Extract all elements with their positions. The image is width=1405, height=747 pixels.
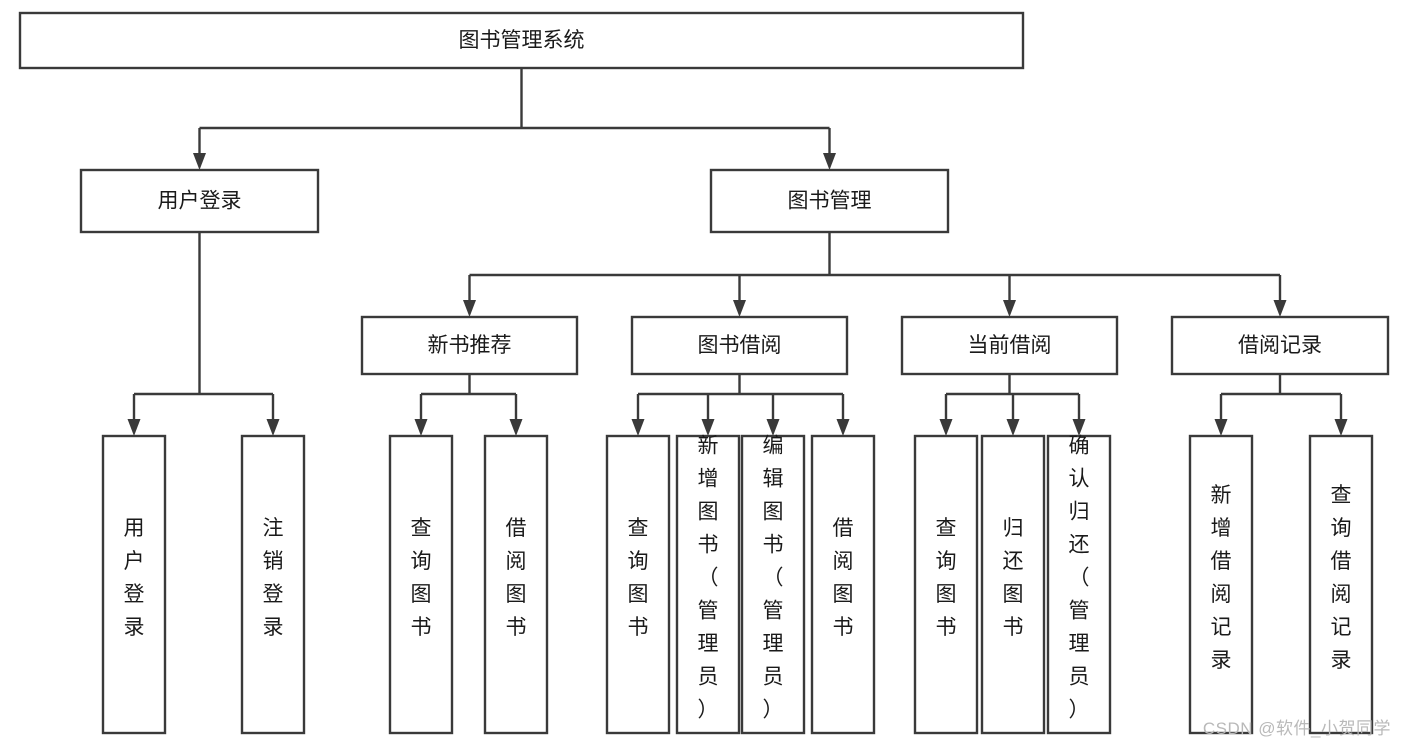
node-leaf-add-borrow-record[interactable]: 新增借阅记录 xyxy=(1188,434,1254,735)
node-label-book-borrow: 图书借阅 xyxy=(698,334,782,357)
arrow-head-leaf-query-book-borrow xyxy=(631,419,645,436)
arrow-head-leaf-query-borrow-record xyxy=(1334,419,1348,436)
node-leaf-user-login[interactable]: 用户登录 xyxy=(101,434,167,735)
node-label-book-manage: 图书管理 xyxy=(788,190,872,213)
node-leaf-borrow-book[interactable]: 借阅图书 xyxy=(810,434,876,735)
node-leaf-query-borrow-record[interactable]: 查询借阅记录 xyxy=(1308,434,1374,735)
node-box-leaf-logout xyxy=(240,434,306,735)
arrow-head-leaf-add-book-admin xyxy=(701,419,715,436)
arrow-head-book-manage xyxy=(823,153,836,170)
arrow-head-leaf-borrow-book-recommend xyxy=(509,419,523,436)
arrow-head-leaf-user-login xyxy=(127,419,141,436)
node-leaf-query-book-recommend[interactable]: 查询图书 xyxy=(388,434,454,735)
node-label-leaf-query-borrow-record: 查询借阅记录 xyxy=(1331,484,1352,672)
node-label-leaf-user-login: 用户登录 xyxy=(124,517,145,639)
node-box-leaf-user-login xyxy=(101,434,167,735)
node-box-leaf-confirm-return-admin xyxy=(1046,434,1112,735)
arrow-head-new-book-recommend xyxy=(463,300,476,317)
node-label-user-login: 用户登录 xyxy=(158,190,242,213)
arrow-head-leaf-confirm-return-admin xyxy=(1072,419,1086,436)
node-label-current-borrow: 当前借阅 xyxy=(968,334,1052,357)
node-box-book-borrow xyxy=(630,315,849,376)
node-label-root: 图书管理系统 xyxy=(459,29,585,52)
node-borrow-record[interactable]: 借阅记录 xyxy=(1170,315,1390,376)
node-label-leaf-return-book: 归还图书 xyxy=(1003,517,1024,639)
arrow-head-leaf-query-book-recommend xyxy=(414,419,428,436)
node-label-leaf-query-book-borrow: 查询图书 xyxy=(628,517,649,639)
arrow-head-user-login xyxy=(193,153,206,170)
node-leaf-return-book[interactable]: 归还图书 xyxy=(980,434,1046,735)
node-box-current-borrow xyxy=(900,315,1119,376)
node-leaf-add-book-admin[interactable]: 新增图书（管理员） xyxy=(675,434,741,735)
node-box-leaf-add-borrow-record xyxy=(1188,434,1254,735)
node-leaf-logout[interactable]: 注销登录 xyxy=(240,434,306,735)
arrow-head-book-borrow xyxy=(733,300,746,317)
node-label-leaf-add-book-admin: 新增图书（管理员） xyxy=(698,435,719,722)
node-box-leaf-query-book-current xyxy=(913,434,979,735)
node-label-new-book-recommend: 新书推荐 xyxy=(428,334,512,357)
node-box-leaf-query-book-recommend xyxy=(388,434,454,735)
node-label-leaf-borrow-book: 借阅图书 xyxy=(833,517,854,639)
node-leaf-confirm-return-admin[interactable]: 确认归还（管理员） xyxy=(1046,434,1112,735)
node-label-leaf-borrow-book-recommend: 借阅图书 xyxy=(506,517,527,639)
node-leaf-query-book-borrow[interactable]: 查询图书 xyxy=(605,434,671,735)
node-box-leaf-edit-book-admin xyxy=(740,434,806,735)
arrow-head-leaf-return-book xyxy=(1006,419,1020,436)
node-box-new-book-recommend xyxy=(360,315,579,376)
arrow-head-leaf-query-book-current xyxy=(939,419,953,436)
node-box-leaf-query-borrow-record xyxy=(1308,434,1374,735)
node-leaf-query-book-current[interactable]: 查询图书 xyxy=(913,434,979,735)
node-label-leaf-logout: 注销登录 xyxy=(263,517,284,639)
node-book-manage[interactable]: 图书管理 xyxy=(709,168,950,234)
node-label-leaf-query-book-recommend: 查询图书 xyxy=(411,517,432,639)
node-root[interactable]: 图书管理系统 xyxy=(18,11,1025,70)
node-new-book-recommend[interactable]: 新书推荐 xyxy=(360,315,579,376)
node-box-leaf-borrow-book-recommend xyxy=(483,434,549,735)
node-label-leaf-confirm-return-admin: 确认归还（管理员） xyxy=(1069,435,1090,722)
node-box-user-login xyxy=(79,168,320,234)
node-label-leaf-query-book-current: 查询图书 xyxy=(936,517,957,639)
node-box-root xyxy=(18,11,1025,70)
node-current-borrow[interactable]: 当前借阅 xyxy=(900,315,1119,376)
arrow-head-leaf-borrow-book xyxy=(836,419,850,436)
arrow-head-borrow-record xyxy=(1273,300,1287,317)
node-box-leaf-return-book xyxy=(980,434,1046,735)
node-book-borrow[interactable]: 图书借阅 xyxy=(630,315,849,376)
node-label-leaf-add-borrow-record: 新增借阅记录 xyxy=(1211,484,1232,672)
connector-layer xyxy=(127,68,1348,436)
arrow-head-leaf-edit-book-admin xyxy=(766,419,780,436)
arrow-head-leaf-add-borrow-record xyxy=(1214,419,1228,436)
node-label-leaf-edit-book-admin: 编辑图书（管理员） xyxy=(763,435,784,722)
node-label-borrow-record: 借阅记录 xyxy=(1238,334,1322,357)
node-layer: 图书管理系统用户登录图书管理新书推荐图书借阅当前借阅借阅记录用户登录注销登录查询… xyxy=(18,11,1390,735)
node-box-leaf-add-book-admin xyxy=(675,434,741,735)
node-box-leaf-query-book-borrow xyxy=(605,434,671,735)
arrow-head-current-borrow xyxy=(1003,300,1016,317)
node-user-login[interactable]: 用户登录 xyxy=(79,168,320,234)
node-box-leaf-borrow-book xyxy=(810,434,876,735)
node-leaf-borrow-book-recommend[interactable]: 借阅图书 xyxy=(483,434,549,735)
node-box-borrow-record xyxy=(1170,315,1390,376)
arrow-head-leaf-logout xyxy=(266,419,280,436)
node-box-book-manage xyxy=(709,168,950,234)
node-leaf-edit-book-admin[interactable]: 编辑图书（管理员） xyxy=(740,434,806,735)
